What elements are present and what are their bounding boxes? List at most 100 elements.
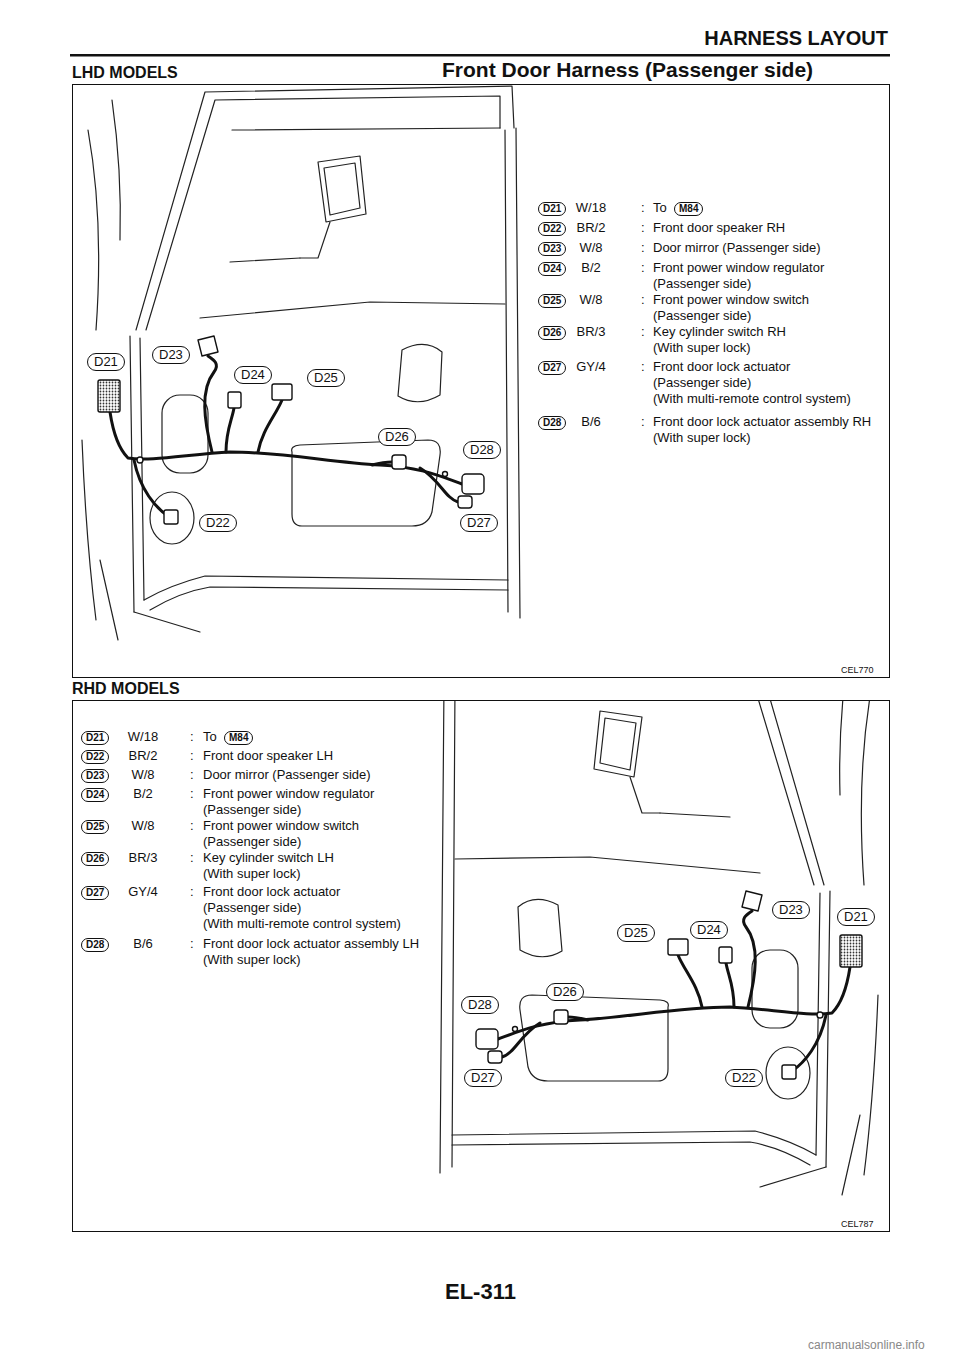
tag-text: D22 — [732, 1070, 756, 1085]
tag-text: D22 — [206, 515, 230, 530]
tag-text: D27 — [86, 887, 104, 898]
separator: : — [190, 748, 194, 764]
connector-tag: D21 — [81, 731, 109, 745]
connector-description: Front power window regulator (Passenger … — [653, 260, 824, 292]
connector-tag: D22 — [81, 750, 109, 764]
separator: : — [641, 324, 645, 340]
callout-label: D26 — [378, 428, 416, 446]
tag-text: D21 — [94, 354, 118, 369]
connector-tag: D25 — [538, 294, 566, 308]
connector-tag: D23 — [81, 769, 109, 783]
tag-text: D24 — [697, 922, 721, 937]
separator: : — [641, 359, 645, 375]
wire-color-code: W/8 — [118, 767, 168, 783]
connector-tag: D26 — [538, 326, 566, 340]
tag-text: D26 — [86, 853, 104, 864]
tag-text: D27 — [543, 362, 561, 373]
tag-text: D24 — [241, 367, 265, 382]
tag-text: D27 — [467, 515, 491, 530]
window-sash — [146, 96, 500, 330]
tag-text: D22 — [86, 751, 104, 762]
connector-description: Front door lock actuator (Passenger side… — [203, 884, 401, 932]
tag-text: D23 — [779, 902, 803, 917]
wire-color-code: BR/3 — [118, 850, 168, 866]
separator: : — [190, 884, 194, 900]
page-header: HARNESS LAYOUT — [704, 26, 888, 50]
belt-line — [230, 258, 300, 262]
connector-description: Front door lock actuator assembly LH (Wi… — [203, 936, 419, 968]
tag-text: D26 — [385, 429, 409, 444]
connector-tag: D24 — [538, 262, 566, 276]
models-heading: LHD MODELS — [72, 64, 178, 82]
connector-d28 — [462, 474, 484, 494]
connector-description: Front door lock actuator assembly RH (Wi… — [653, 414, 871, 446]
separator: : — [190, 729, 194, 745]
tag-text: D25 — [624, 925, 648, 940]
separator: : — [190, 786, 194, 802]
door-bottom — [150, 587, 508, 610]
connector-tag: D23 — [538, 242, 566, 256]
separator: : — [641, 292, 645, 308]
callout-label: D25 — [307, 369, 345, 387]
separator: : — [641, 260, 645, 276]
harness-branch — [134, 460, 168, 516]
door-bottom — [134, 612, 200, 632]
grommet — [137, 457, 143, 463]
connector-description: Front power window regulator (Passenger … — [203, 786, 374, 818]
separator: : — [641, 200, 645, 216]
wire-color-code: B/6 — [566, 414, 616, 430]
tag-text: D23 — [159, 347, 183, 362]
rhd-door — [440, 701, 878, 1195]
body-line — [112, 100, 120, 240]
harness-panel: LHD MODELSCEL770D21M84D22D23D24D25D26D27… — [72, 84, 890, 678]
wire-color-code: B/2 — [566, 260, 616, 276]
connector-description: Front power window switch (Passenger sid… — [203, 818, 359, 850]
watermark: carmanualsonline.info — [808, 1338, 925, 1352]
connector-d24 — [228, 392, 241, 408]
tag-text: M84 — [229, 732, 248, 743]
wire-color-code: W/18 — [566, 200, 616, 216]
connector-d22 — [164, 510, 178, 524]
connector-description: Door mirror (Passenger side) — [653, 240, 821, 256]
separator: : — [641, 240, 645, 256]
callout-label: D22 — [199, 514, 237, 532]
separator: : — [190, 818, 194, 834]
door-edge — [130, 336, 134, 612]
connector-description: Front door lock actuator (Passenger side… — [653, 359, 851, 407]
separator: : — [641, 414, 645, 430]
wire-color-code: B/6 — [118, 936, 168, 952]
connector-description: Door mirror (Passenger side) — [203, 767, 371, 783]
separator: : — [190, 936, 194, 952]
connector-tag: D26 — [81, 852, 109, 866]
tag-text: D25 — [543, 295, 561, 306]
wire-color-code: W/8 — [566, 240, 616, 256]
connector-description: Key cylinder switch RH (With super lock) — [653, 324, 786, 356]
door-edge — [140, 338, 144, 600]
harness-panel: RHD MODELSCEL787D21M84D22D23D24D25D26D27… — [72, 700, 890, 1232]
connector-d25 — [272, 384, 292, 400]
connector-tag: D22 — [538, 222, 566, 236]
tag-text: D26 — [543, 327, 561, 338]
harness-wire — [110, 356, 462, 516]
door-edge — [516, 128, 520, 618]
tag-text: D26 — [553, 984, 577, 999]
window-sash — [136, 86, 514, 330]
callout-label: D23 — [152, 346, 190, 364]
connector-tag: D24 — [81, 788, 109, 802]
connector-description: To — [653, 200, 667, 216]
lhd-door — [82, 86, 520, 640]
body-line — [88, 130, 99, 330]
wire-color-code: W/8 — [566, 292, 616, 308]
connector-d21 — [98, 380, 120, 412]
speaker-opening — [162, 395, 208, 473]
speaker-ring — [150, 492, 194, 544]
connector-tag: D28 — [538, 416, 566, 430]
callout-label: D27 — [460, 514, 498, 532]
connector-tag: D25 — [81, 820, 109, 834]
harness-branch — [258, 400, 282, 452]
wire-color-code: BR/3 — [566, 324, 616, 340]
clip — [443, 472, 448, 477]
connector-tag: D21 — [538, 202, 566, 216]
